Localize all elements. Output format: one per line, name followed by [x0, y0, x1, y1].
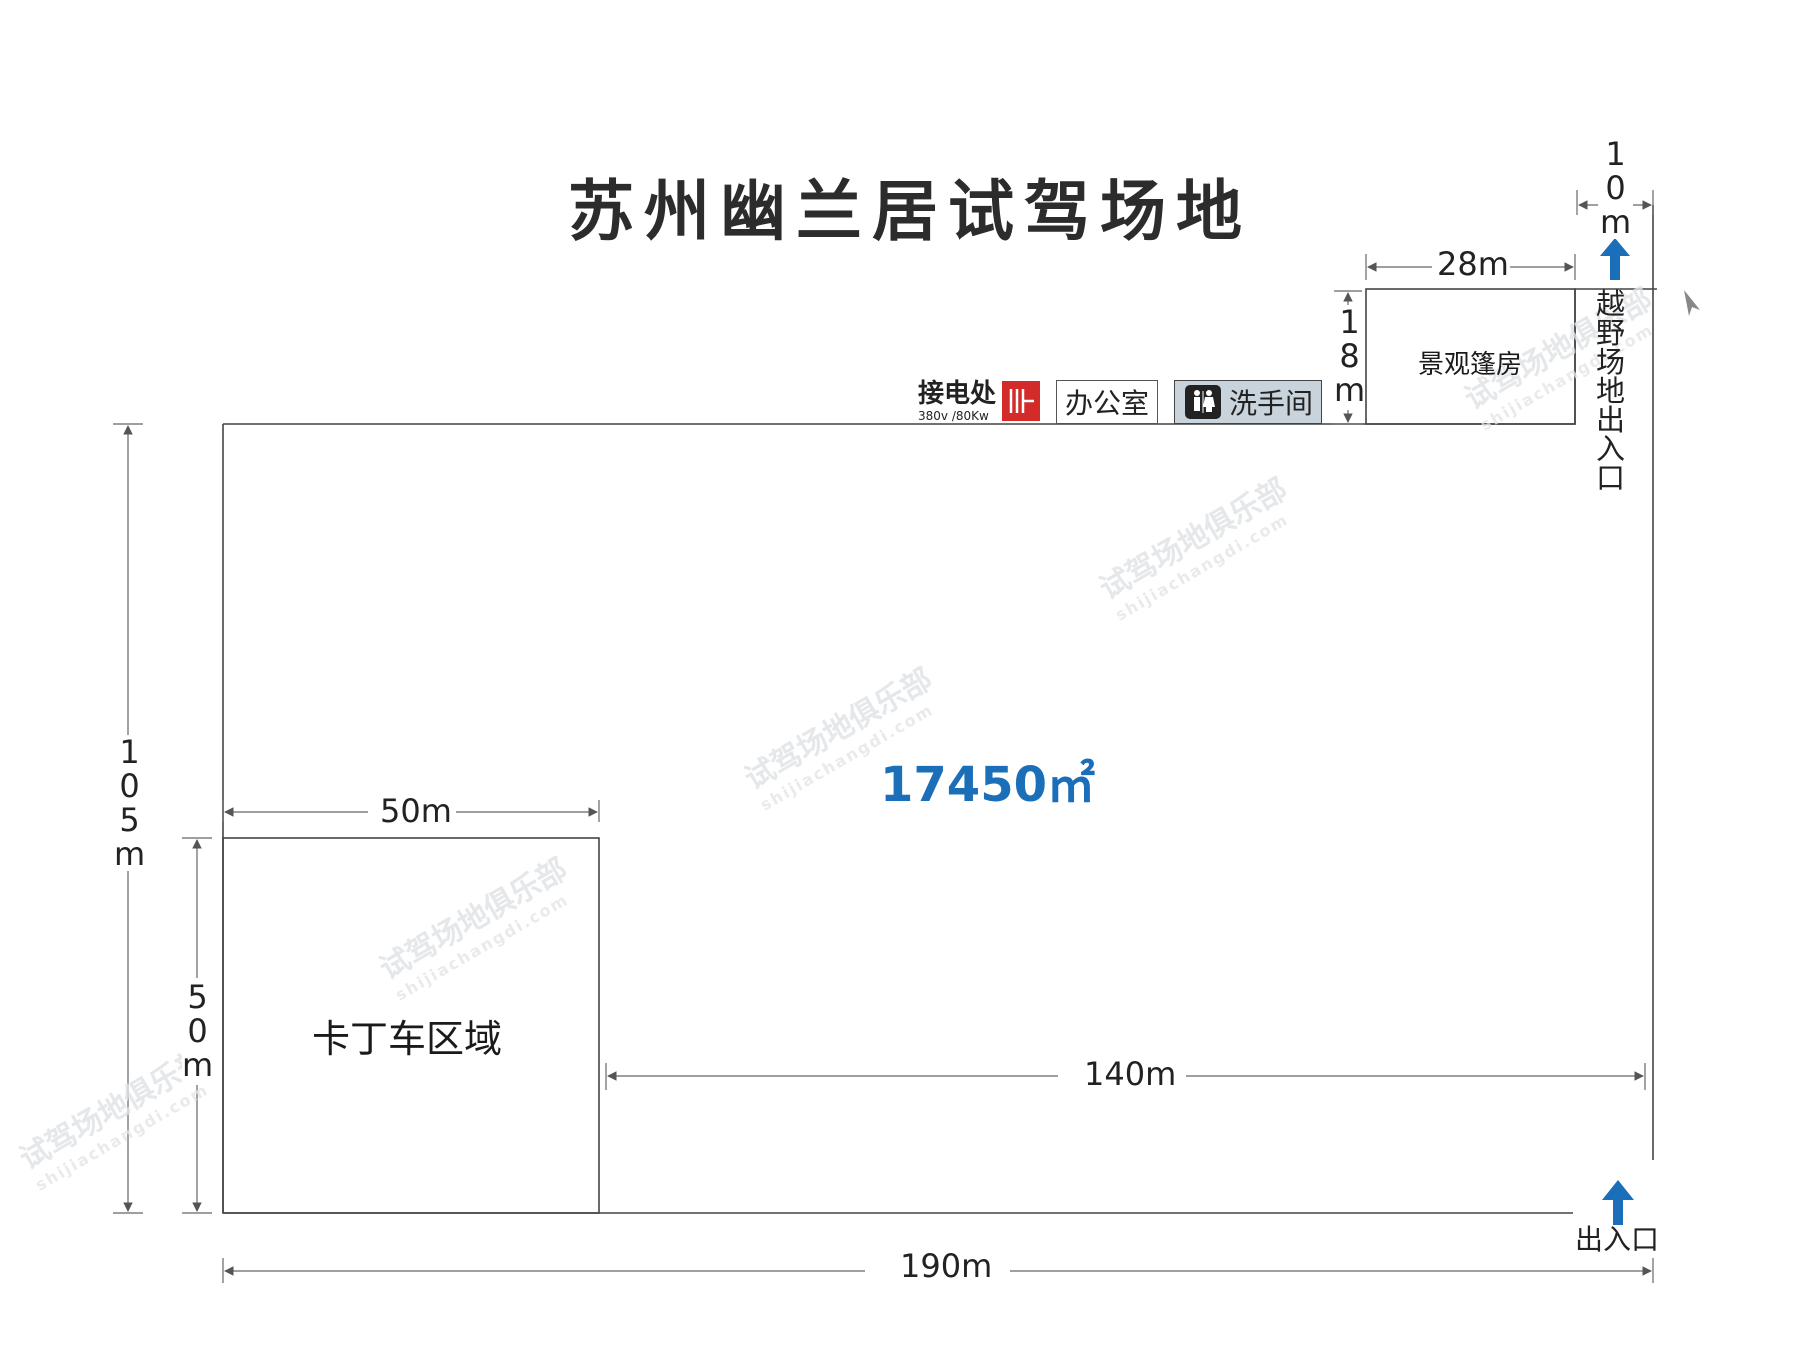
dim-total-height: 1 0 5 m [114, 733, 146, 873]
total-area-label: 17450㎡ [880, 757, 1095, 813]
power-label: 接电处 [918, 379, 997, 409]
office-tag: 办公室 [1056, 380, 1159, 424]
power-icon [1002, 381, 1040, 421]
page-title: 苏州幽兰居试驾场地 [568, 173, 1252, 250]
exit-arrows [1600, 238, 1634, 1225]
power-point: 接电处 380v /80Kw [918, 381, 996, 422]
offroad-exit-label: 越 野 场 地 出 入 口 [1596, 287, 1626, 495]
north-pointer-icon [1684, 290, 1700, 316]
tent-zone-label: 景观篷房 [1418, 350, 1523, 380]
office-label: 办公室 [1065, 387, 1150, 420]
tent-box [1365, 288, 1576, 425]
dim-tent-width: 28m [1437, 245, 1509, 283]
main-exit-label: 出入口 [1575, 1223, 1660, 1256]
kart-box [222, 837, 600, 1214]
kart-zone-label: 卡丁车区域 [312, 1017, 503, 1061]
restroom-tag: 洗手间 [1174, 380, 1323, 424]
dim-right-width: 140m [1084, 1055, 1177, 1093]
restroom-label: 洗手间 [1229, 387, 1314, 420]
dim-total-width: 190m [900, 1247, 993, 1285]
dim-kart-height: 5 0 m [182, 978, 214, 1084]
main-exit-arrow-icon [1602, 1180, 1634, 1225]
offroad-exit-arrow-icon [1600, 238, 1630, 280]
restroom-icon [1185, 385, 1221, 419]
dim-exit-width: 1 0 m [1600, 135, 1632, 241]
power-spec: 380v /80Kw [918, 409, 989, 423]
dim-kart-width: 50m [380, 792, 452, 830]
dim-tent-height: 1 8 m [1334, 303, 1366, 409]
